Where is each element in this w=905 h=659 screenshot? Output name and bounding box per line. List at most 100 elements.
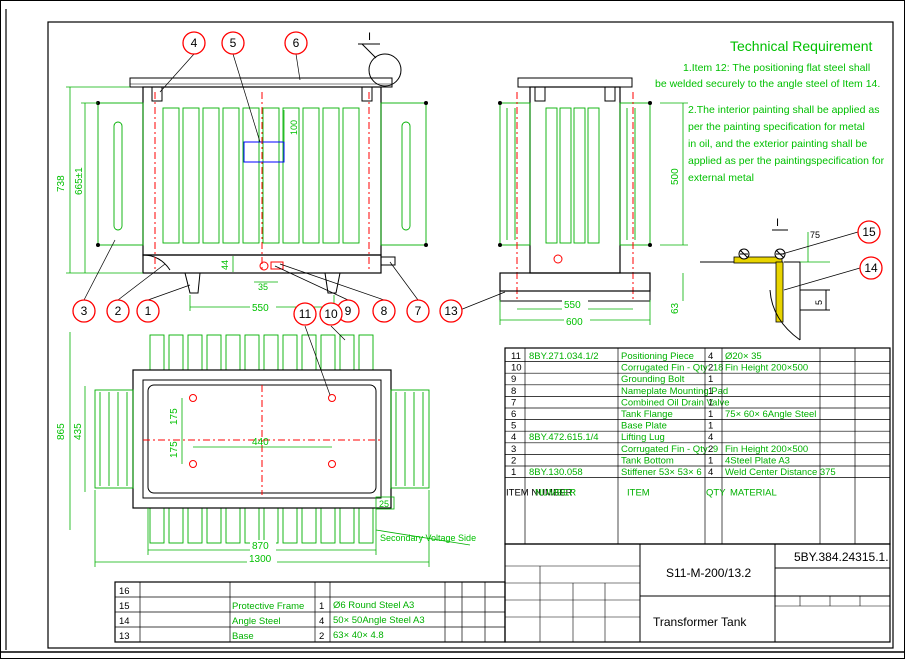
drawing-frame <box>47 21 894 649</box>
part-material: Weld Center Distance 375 <box>725 467 836 478</box>
part-qty: 1 <box>708 421 713 432</box>
svg-text:9: 9 <box>345 304 352 318</box>
svg-text:8: 8 <box>381 304 388 318</box>
part-qty: 1 <box>708 409 713 420</box>
part-no: 14 <box>119 616 130 627</box>
part-qty: 4 <box>319 616 324 627</box>
parts-row: 6 Tank Flange 1 75× 60× 6Angle Steel <box>511 409 816 420</box>
part-name: Tank Bottom <box>621 455 674 466</box>
part-code: 8BY.472.615.1/4 <box>529 432 599 443</box>
part-no: 10 <box>511 363 522 374</box>
part-no: 16 <box>119 586 130 597</box>
part-name: Lifting Lug <box>621 432 665 443</box>
part-material: Ø20× 35 <box>725 351 762 362</box>
part-qty: 2 <box>319 631 324 642</box>
balloon: 1 <box>136 299 160 323</box>
tech-req-line: 2.The interior painting shall be applied… <box>688 104 879 116</box>
dim-175-upper: 175 <box>169 408 180 425</box>
tech-req-line: applied as per the paintingspecification… <box>688 155 885 167</box>
part-qty: 4 <box>708 351 713 362</box>
detail-label: I <box>776 217 779 229</box>
part-qty: 4 <box>708 432 713 443</box>
dim-865: 865 <box>56 423 67 440</box>
svg-text:14: 14 <box>864 261 878 275</box>
part-code: 8BY.271.034.1/2 <box>529 351 599 362</box>
part-no: 11 <box>511 351 521 362</box>
part-material: Fin Height 200×500 <box>725 444 808 455</box>
dim-63-side: 63 <box>670 302 681 314</box>
dim-25: 25 <box>379 499 389 509</box>
part-no: 13 <box>119 631 130 642</box>
part-name: Tank Flange <box>621 409 673 420</box>
part-no: 6 <box>511 409 516 420</box>
svg-text:4: 4 <box>191 36 198 50</box>
part-no: 3 <box>511 444 516 455</box>
dim-738: 738 <box>56 175 67 192</box>
svg-text:6: 6 <box>293 36 300 50</box>
part-no: 7 <box>511 397 516 408</box>
part-qty: 1 <box>319 601 324 612</box>
part-qty: 1 <box>708 374 713 385</box>
balloon: 14 <box>859 256 883 280</box>
part-no: 8 <box>511 386 516 397</box>
part-name: Angle Steel <box>232 616 281 627</box>
header-item: ITEM <box>627 488 650 499</box>
parts-row: 3 Corrugated Fin - Qty: 92 Fin Height 200×… <box>511 444 808 455</box>
part-name: Combined Oil Drain Valve <box>621 397 730 408</box>
side-view: 500 63 550 600 <box>498 77 688 328</box>
secondary-voltage-label: Secondary Voltage Side <box>380 533 476 543</box>
part-name: Corrugated Fin - Qty: 9 <box>621 444 718 455</box>
svg-text:11: 11 <box>299 307 312 321</box>
svg-text:7: 7 <box>415 304 422 318</box>
dim-35: 35 <box>258 282 268 292</box>
part-material: 75× 60× 6Angle Steel <box>725 409 816 420</box>
drawing-number: 5BY.384.24315.1. <box>794 550 889 564</box>
parts-row: 4 8BY.472.615.1/4 Lifting Lug 4 <box>511 432 713 443</box>
lower-parts-row: 16 <box>119 586 130 597</box>
svg-text:5: 5 <box>230 36 237 50</box>
part-qty: 1 <box>708 386 713 397</box>
detail-dim-5: 5 <box>814 300 824 305</box>
part-name: Nameplate Mounting Pad <box>621 386 728 397</box>
part-no: 1 <box>511 467 516 478</box>
part-material: 63× 40× 4.8 <box>333 630 384 641</box>
model-number: S11-M-200/13.2 <box>666 566 751 580</box>
part-name: Stiffener 53× 53× 6 <box>621 467 702 478</box>
part-no: 2 <box>511 455 516 466</box>
detail-dim-75: 75 <box>810 230 820 240</box>
balloon: 10 <box>319 302 343 326</box>
detail-view: I 75 5 <box>700 217 830 341</box>
part-material: Ø6 Round Steel A3 <box>333 600 414 611</box>
part-no: 15 <box>119 601 130 612</box>
balloon: 7 <box>406 299 430 323</box>
tech-req-title: Technical Requirement <box>730 38 873 54</box>
lower-parts-row: 14 Angle Steel 4 50× 50Angle Steel A3 <box>119 615 425 627</box>
front-view: 738 665±1 100 44 35 550 <box>56 77 428 314</box>
top-view: 865 435 175 175 440 870 1300 25 Secondar… <box>56 332 476 567</box>
part-qty: 2 <box>708 363 713 374</box>
balloon: 11 <box>293 302 317 326</box>
part-qty: 2 <box>708 444 713 455</box>
part-no: 5 <box>511 421 516 432</box>
balloons: 4 5 6 3 2 1 9 8 7 13 11 10 15 14 <box>72 31 883 326</box>
part-no: 4 <box>511 432 516 443</box>
dim-550-side: 550 <box>564 300 581 311</box>
svg-text:10: 10 <box>324 307 338 321</box>
part-qty: 1 <box>708 397 713 408</box>
header-number: NUMBER <box>535 488 576 499</box>
dim-600-side: 600 <box>566 317 583 328</box>
part-material: Fin Height 200×500 <box>725 363 808 374</box>
part-material: 50× 50Angle Steel A3 <box>333 615 425 626</box>
svg-text:2: 2 <box>115 304 122 318</box>
dim-870: 870 <box>252 541 269 552</box>
part-name: Protective Frame <box>232 601 304 612</box>
svg-text:15: 15 <box>862 225 876 239</box>
balloon: 15 <box>857 220 881 244</box>
